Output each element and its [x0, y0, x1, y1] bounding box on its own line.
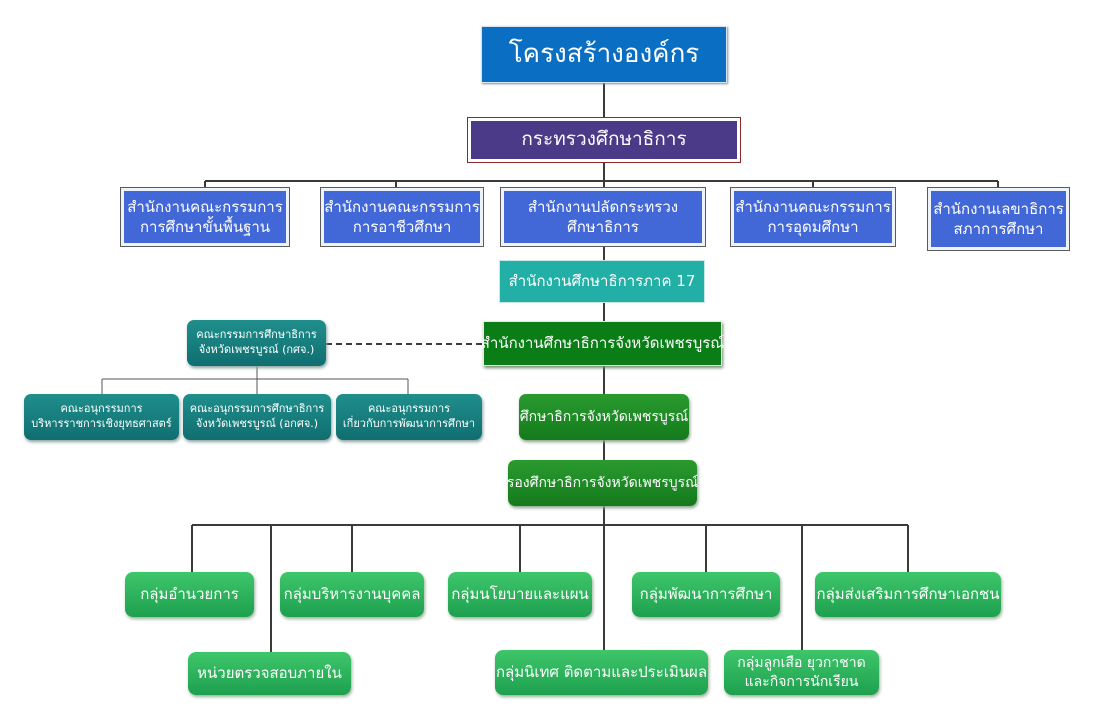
- subcommittee-line1: คณะอนุกรรมการศึกษาธิการ: [189, 402, 325, 416]
- scouts-node: กลุ่มลูกเสือ ยุวกาชาด และกิจการนักเรียน: [724, 650, 879, 695]
- office-node-basic-education: สำนักงานคณะกรรมการ การศึกษาขั้นพื้นฐาน: [120, 187, 290, 247]
- ministry-label: กระทรวงศึกษาธิการ: [521, 128, 687, 151]
- subcommittee-node-province: คณะอนุกรรมการศึกษาธิการ จังหวัดเพชรบูรณ์…: [183, 394, 331, 440]
- supervision-label: กลุ่มนิเทศ ติดตามและประเมินผล: [495, 663, 708, 682]
- ministry-node: กระทรวงศึกษาธิการ: [467, 117, 741, 163]
- subcommittee-line1: คณะอนุกรรมการ: [367, 402, 451, 416]
- subcommittee-line2: เกี่ยวกับการพัฒนาการศึกษา: [342, 417, 476, 430]
- group-node-personnel: กลุ่มบริหารงานบุคคล: [280, 572, 424, 617]
- group-label: กลุ่มนโยบายและแผน: [451, 585, 589, 604]
- group-node-policy-planning: กลุ่มนโยบายและแผน: [448, 572, 592, 617]
- subcommittee-node-strategy: คณะอนุกรรมการ บริหารราชการเชิงยุทธศาสตร์: [24, 394, 179, 440]
- group-node-private-education: กลุ่มส่งเสริมการศึกษาเอกชน: [815, 572, 1001, 617]
- group-label: กลุ่มบริหารงานบุคคล: [283, 585, 421, 604]
- subcommittee-node-development: คณะอนุกรรมการ เกี่ยวกับการพัฒนาการศึกษา: [336, 394, 482, 440]
- group-label: กลุ่มพัฒนาการศึกษา: [639, 585, 773, 604]
- chart-title-text: โครงสร้างองค์กร: [508, 38, 700, 69]
- office-line1: สำนักงานคณะกรรมการ: [735, 197, 891, 216]
- group-label: กลุ่มอำนวยการ: [140, 585, 239, 604]
- office-line1: สำนักงานปลัดกระทรวง: [527, 197, 679, 216]
- chart-title: โครงสร้างองค์กร: [481, 26, 727, 83]
- subcommittee-line1: คณะอนุกรรมการ: [60, 402, 143, 416]
- deputy-label: รองศึกษาธิการจังหวัดเพชรบูรณ์: [506, 474, 699, 491]
- subcommittee-line2: จังหวัดเพชรบูรณ์ (อกศจ.): [195, 417, 319, 430]
- group-node-education-development: กลุ่มพัฒนาการศึกษา: [632, 572, 780, 617]
- scouts-line1: กลุ่มลูกเสือ ยุวกาชาด: [737, 655, 866, 672]
- office-line1: สำนักงานคณะกรรมการ: [127, 197, 283, 216]
- office-line2: ศึกษาธิการ: [567, 218, 639, 236]
- deputy-node: รองศึกษาธิการจังหวัดเพชรบูรณ์: [506, 460, 699, 506]
- region-office-node: สำนักงานศึกษาธิการภาค 17: [499, 260, 705, 303]
- office-line1: สำนักงานเลขาธิการ: [933, 199, 1064, 218]
- committee-node: คณะกรรมการศึกษาธิการ จังหวัดเพชรบูรณ์ (ก…: [187, 320, 326, 366]
- office-line2: การอาชีวศึกษา: [352, 218, 452, 236]
- office-line2: การศึกษาขั้นพื้นฐาน: [139, 218, 271, 236]
- internal-audit-label: หน่วยตรวจสอบภายใน: [197, 664, 342, 683]
- committee-line2: จังหวัดเพชรบูรณ์ (กศจ.): [198, 343, 315, 356]
- office-line2: การอุดมศึกษา: [767, 218, 859, 236]
- office-node-education-council: สำนักงานเลขาธิการ สภาการศึกษา: [927, 187, 1070, 251]
- committee-line1: คณะกรรมการศึกษาธิการ: [196, 328, 317, 342]
- subcommittee-line2: บริหารราชการเชิงยุทธศาสตร์: [31, 417, 172, 430]
- director-node: ศึกษาธิการจังหวัดเพชรบูรณ์: [519, 394, 689, 440]
- director-label: ศึกษาธิการจังหวัดเพชรบูรณ์: [519, 408, 689, 425]
- province-office-node: สำนักงานศึกษาธิการจังหวัดเพชรบูรณ์: [480, 321, 725, 366]
- group-label: กลุ่มส่งเสริมการศึกษาเอกชน: [816, 585, 1000, 604]
- group-node-administration: กลุ่มอำนวยการ: [125, 572, 254, 617]
- region-office-label: สำนักงานศึกษาธิการภาค 17: [508, 272, 696, 291]
- office-node-vocational-education: สำนักงานคณะกรรมการ การอาชีวศึกษา: [320, 187, 484, 247]
- office-node-higher-education: สำนักงานคณะกรรมการ การอุดมศึกษา: [730, 187, 896, 247]
- internal-audit-node: หน่วยตรวจสอบภายใน: [188, 652, 351, 695]
- scouts-line2: และกิจการนักเรียน: [744, 673, 859, 690]
- office-line1: สำนักงานคณะกรรมการ: [324, 197, 480, 216]
- office-node-permanent-secretary: สำนักงานปลัดกระทรวง ศึกษาธิการ: [500, 187, 706, 247]
- province-office-label: สำนักงานศึกษาธิการจังหวัดเพชรบูรณ์: [480, 334, 725, 353]
- supervision-node: กลุ่มนิเทศ ติดตามและประเมินผล: [495, 650, 708, 695]
- office-line2: สภาการศึกษา: [953, 220, 1044, 238]
